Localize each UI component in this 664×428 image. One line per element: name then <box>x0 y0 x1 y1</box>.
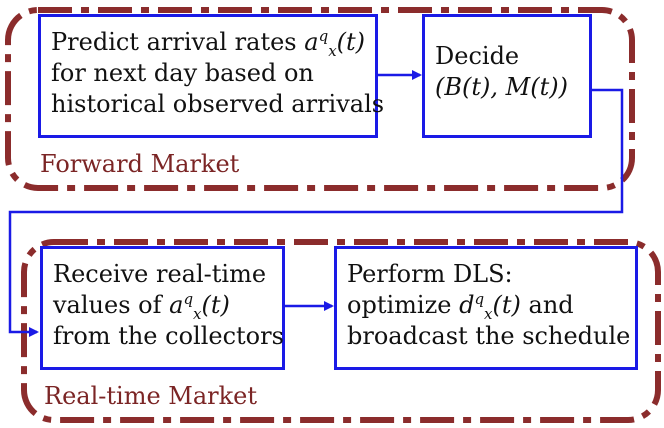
receive-math: aqx(t) <box>169 290 230 323</box>
predict-line-1: Predict arrival rates aqx(t) <box>51 27 366 60</box>
realtime-market-label: Real-time Market <box>44 382 258 410</box>
decide-box: Decide (B(t), M(t)) <box>422 14 592 138</box>
perform-dls-box: Perform DLS: optimize dqx(t) and broadca… <box>334 246 638 370</box>
perform-line-3: broadcast the schedule <box>347 322 631 350</box>
receive-values-box: Receive real-time values of aqx(t) from … <box>40 246 285 370</box>
perform-math: dqx(t) <box>459 290 521 323</box>
receive-line-3: from the collectors <box>53 322 284 350</box>
predict-line-2: for next day based on <box>51 59 314 87</box>
decide-line-2: (B(t), M(t)) <box>435 73 568 101</box>
predict-arrival-box: Predict arrival rates aqx(t) for next da… <box>38 14 385 138</box>
receive-line-1: Receive real-time <box>53 260 267 288</box>
decide-line-1: Decide <box>435 42 520 70</box>
forward-market-region <box>5 7 635 191</box>
predict-math: aqx(t) <box>304 27 366 60</box>
perform-line-1: Perform DLS: <box>347 260 513 288</box>
perform-line-2: optimize dqx(t) and <box>347 290 574 323</box>
predict-line-3: historical observed arrivals <box>51 90 385 118</box>
connector-decide-to-receive <box>8 88 624 337</box>
receive-line-2: values of aqx(t) <box>53 290 230 323</box>
forward-market-label: Forward Market <box>40 150 240 178</box>
